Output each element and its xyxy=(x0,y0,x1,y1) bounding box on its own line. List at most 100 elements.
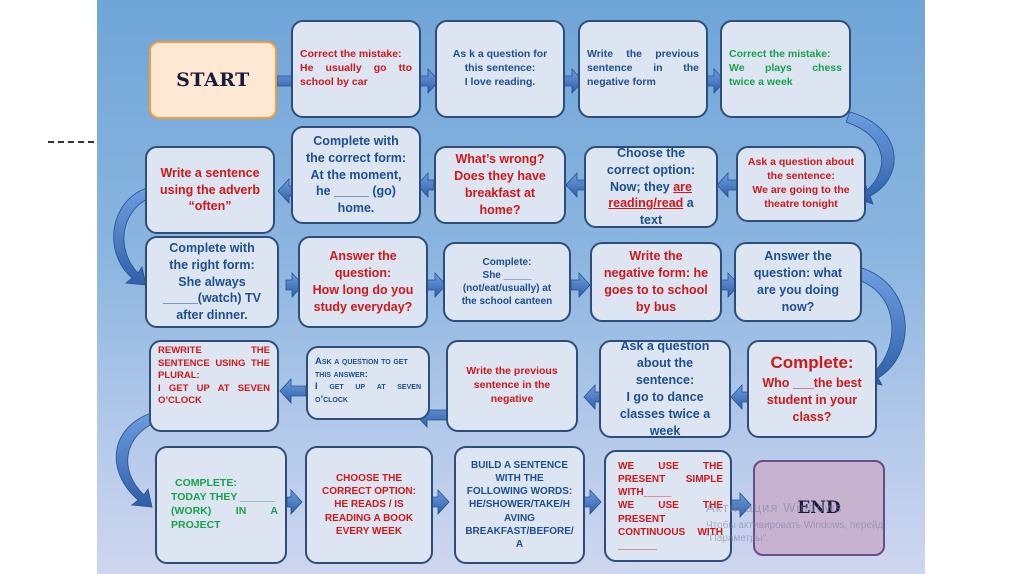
cell-text-line: school by car xyxy=(300,75,368,88)
cell-text-line: correct option: xyxy=(606,162,696,177)
cell-r4-2[interactable]: Ask a question to get this answer: I get… xyxy=(306,346,430,420)
option-are: are xyxy=(673,179,692,194)
cell-text-line: What’s wrong? xyxy=(455,152,545,167)
cell-text-line: twice a week xyxy=(729,75,793,88)
cell-text-line: theatre tonight xyxy=(764,197,838,210)
cell-r1-1[interactable]: Correct the mistake: He usually go tto s… xyxy=(291,20,421,118)
windows-activation-watermark: Активация Windows Чтобы активировать Win… xyxy=(706,500,883,544)
cell-text-line: At the moment, xyxy=(310,167,402,182)
start-cell[interactable]: START xyxy=(149,41,277,119)
cell-text-line: PRESENT xyxy=(618,513,666,525)
cell-text-line: A xyxy=(515,538,524,550)
cell-r3-5[interactable]: Answer the question: what are you doing … xyxy=(734,242,862,322)
cell-text-line: sentence: xyxy=(635,373,695,388)
cell-text-line: _____(watch) TV xyxy=(163,291,261,306)
cell-text-line: EVERY WEEK xyxy=(335,525,403,537)
cell-text-line: home. xyxy=(337,201,375,216)
cell-text-line: WITH_____ xyxy=(618,487,672,499)
cell-text-line: the right form: xyxy=(169,257,255,272)
cell-text-line: this sentence: xyxy=(464,62,536,75)
cell-text-line: READING A BOOK xyxy=(324,512,414,524)
cell-text-line: Write the previous xyxy=(466,365,558,378)
cell-text-line: reading/read a xyxy=(593,195,709,212)
cell-r5-2[interactable]: CHOOSE THE CORRECT OPTION: HE READS / IS… xyxy=(305,446,433,564)
cell-r5-4[interactable]: WE USE THE PRESENT SIMPLE WITH_____ WE U… xyxy=(604,450,732,562)
cell-text-line: negative form: he xyxy=(603,266,709,281)
cell-text-line: the correct form: xyxy=(305,150,407,165)
end-cell[interactable]: END xyxy=(753,460,885,556)
cell-text-line: PLURAL: xyxy=(158,370,200,382)
cell-text-line: sentence in the xyxy=(587,62,699,75)
cell-text-line: She always xyxy=(178,274,246,289)
watermark-line: "Параметры". xyxy=(706,533,770,544)
cell-text-line: negative xyxy=(490,392,534,405)
cell-text-line: Choose the xyxy=(616,145,686,160)
cell-text-line: BREAKFAST/BEFORE/ xyxy=(465,525,574,537)
cell-text-line: Write a sentence xyxy=(160,165,260,180)
cell-text-line: CHOOSE THE xyxy=(335,473,403,485)
cell-text-line: home? xyxy=(479,202,521,217)
cell-text-line: Write the previous xyxy=(587,48,699,61)
cell-text-line: We are going to the xyxy=(752,184,850,196)
cell-text-line: _______ xyxy=(618,539,657,551)
cell-r1-3[interactable]: Write the previous sentence in the negat… xyxy=(578,20,708,118)
cell-r4-5[interactable]: Complete: Who ___the best student in you… xyxy=(747,340,877,438)
cell-text-line: “often” xyxy=(188,199,232,214)
cell-text-line: question: xyxy=(334,266,392,281)
cell-r2-4[interactable]: Choose the correct option: Now; they are… xyxy=(584,146,718,228)
cell-text-line: the sentence: xyxy=(767,170,835,183)
cell-text-line: Complete with xyxy=(313,133,399,148)
cell-r5-3[interactable]: BUILD A SENTENCE WITH THE FOLLOWING WORD… xyxy=(454,446,585,564)
cell-text-line: He usually go tto xyxy=(300,62,412,75)
option-reading-read: reading/read xyxy=(608,196,684,211)
cell-r3-4[interactable]: Write the negative form: he goes to to s… xyxy=(590,242,722,322)
cell-text-line: As k a question for xyxy=(452,48,548,61)
cell-text-line: WITH THE xyxy=(495,473,544,485)
cell-r5-1[interactable]: COMPLETE: TODAY THEY ______ (WORK) IN A … xyxy=(155,446,287,564)
cell-text-line: BUILD A SENTENCE xyxy=(470,459,569,471)
cell-text-line: o’clock xyxy=(315,393,348,405)
cell-text-line: We plays chess xyxy=(729,62,842,75)
cell-text-line: about the xyxy=(636,356,694,371)
cell-text: Now; they xyxy=(610,179,670,194)
dashed-line xyxy=(48,141,94,143)
cell-r1-4[interactable]: Correct the mistake: We plays chess twic… xyxy=(720,20,851,118)
cell-text-line: FOLLOWING WORDS: xyxy=(466,486,573,498)
cell-text-line: question: what xyxy=(753,266,843,281)
cell-text-line: goes to to school xyxy=(604,283,708,297)
cell-text-line: Complete: xyxy=(482,256,532,268)
cell-r1-2[interactable]: As k a question for this sentence: I lov… xyxy=(435,20,565,118)
cell-text-line: Correct the mistake: xyxy=(729,48,831,61)
cell-r2-1[interactable]: Write a sentence using the adverb “often… xyxy=(145,146,275,234)
cell-r3-3[interactable]: Complete: She _____ (not/eat/usually) at… xyxy=(443,242,571,322)
cell-text-line: by bus xyxy=(635,299,677,314)
watermark-title: Активация Windows xyxy=(706,500,843,515)
cell-text-line: this answer: xyxy=(315,368,368,380)
cell-r2-2[interactable]: Complete with the correct form: At the m… xyxy=(291,126,421,224)
cell-r2-3[interactable]: What’s wrong? Does they have breakfast a… xyxy=(434,146,566,224)
cell-text-line: Correct the mistake: xyxy=(300,48,402,61)
cell-r2-5[interactable]: Ask a question about the sentence: We ar… xyxy=(736,146,866,222)
cell-r4-4[interactable]: Ask a question about the sentence: I go … xyxy=(599,339,731,438)
cell-text-line: COMPLETE: xyxy=(175,477,237,490)
cell-text-line: How long do you xyxy=(312,283,414,297)
cell-text-line: REWRITE THE xyxy=(158,345,270,356)
cell-text-line: HE READS / IS xyxy=(334,499,404,511)
cell-text-line: Ask a question to get xyxy=(315,356,408,367)
cell-text-line: negative form xyxy=(587,75,656,88)
cell-text: a xyxy=(686,196,694,211)
cell-text-line: I go to dance xyxy=(626,390,704,404)
cell-text-line: SENTENCE USING THE xyxy=(158,357,270,369)
cell-text-line: WE USE THE xyxy=(618,460,723,472)
cell-r3-2[interactable]: Answer the question: How long do you stu… xyxy=(298,236,428,328)
cell-r3-1[interactable]: Complete with the right form: She always… xyxy=(145,236,279,328)
cell-text-line: Who ___the best xyxy=(762,376,862,391)
cell-r4-3[interactable]: Write the previous sentence in the negat… xyxy=(446,340,578,432)
cell-r4-1[interactable]: REWRITE THE SENTENCE USING THE PLURAL: I… xyxy=(149,340,279,432)
cell-text-line: PRESENT SIMPLE xyxy=(618,474,723,486)
cell-text-line: Complete with xyxy=(169,240,255,255)
cell-text-line: he _____ (go) xyxy=(316,184,396,199)
cell-text-line: WE USE THE xyxy=(618,500,723,512)
cell-text-line: Complete: xyxy=(770,353,854,373)
cell-text-line: Write the xyxy=(629,249,683,264)
